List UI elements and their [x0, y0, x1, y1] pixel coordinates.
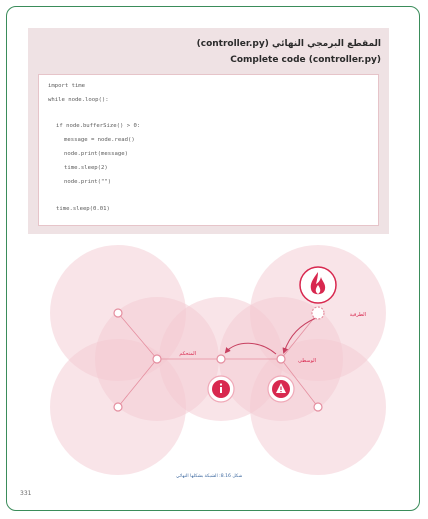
middle-to-controller-arrow [224, 342, 277, 355]
code-line: if node.bufferSize() > 0: [56, 123, 141, 129]
section-title-arabic: المقطع البرمجي النهائي (controller.py) [196, 39, 381, 49]
code-line: node.print("") [64, 179, 112, 185]
fire-icon [299, 266, 337, 304]
edge-node [311, 306, 325, 320]
figure-caption: شكل 8.16: الشبكة بشكلها النهائي [176, 474, 243, 479]
connections [117, 312, 319, 408]
code-block: import time while node.loop(): if node.b… [38, 74, 379, 226]
warning-icon [267, 375, 295, 403]
code-panel: المقطع البرمجي النهائي (controller.py) C… [28, 28, 389, 234]
code-line: time.sleep(2) [64, 165, 108, 171]
code-line: node.print(message) [64, 151, 128, 157]
controller-node [216, 354, 226, 364]
link-line [280, 358, 319, 408]
edge-to-middle-arrow [282, 317, 317, 354]
code-line: message = node.read() [64, 137, 135, 143]
network-node [313, 402, 323, 412]
middle-label: الوسطى [298, 358, 316, 364]
network-node [113, 308, 123, 318]
network-node [113, 402, 123, 412]
page-number: 331 [20, 490, 32, 497]
code-line: while node.loop(): [48, 97, 109, 103]
code-line: time.sleep(0.01) [56, 206, 110, 212]
section-title-english: Complete code (controller.py) [230, 55, 381, 65]
controller-label: المتحكم [179, 351, 196, 357]
edge-label: الطرفية [350, 312, 366, 318]
nodes [113, 306, 325, 412]
link-line [117, 358, 158, 408]
info-icon [207, 375, 235, 403]
middle-node [276, 354, 286, 364]
link-line [117, 312, 158, 360]
code-line: import time [48, 83, 86, 89]
network-node [152, 354, 162, 364]
